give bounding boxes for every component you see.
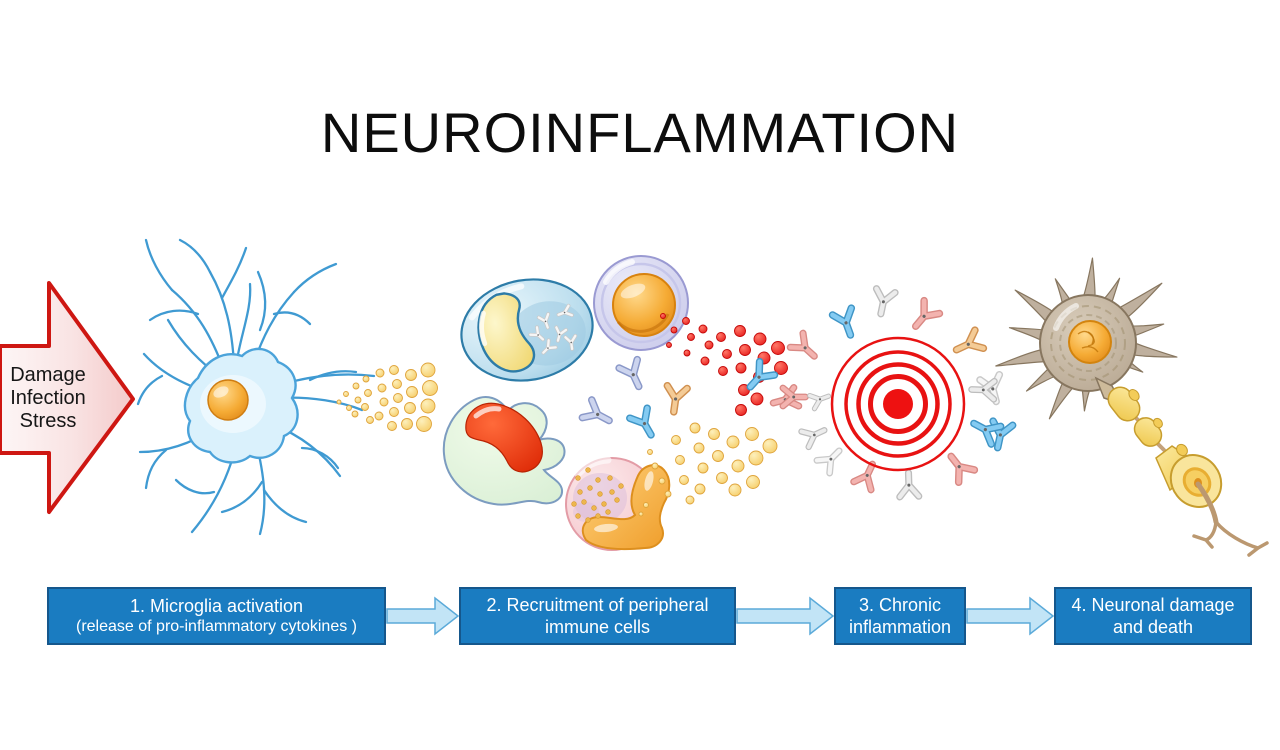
neutrophil-illustration: [565, 456, 671, 551]
antibody-icon: [786, 329, 818, 360]
flow-arrow-3: [966, 596, 1055, 636]
antibody-icon: [911, 296, 944, 331]
trigger-labels: Damage Infection Stress: [0, 364, 96, 433]
antibody-icon: [663, 381, 691, 416]
antibody-icon: [528, 325, 545, 342]
antibody-icons: [528, 285, 1017, 501]
trigger-label-infection: Infection: [10, 387, 86, 409]
step-box-chronic-inflammation: 3. Chronic inflammation: [834, 587, 966, 645]
antibody-icon: [807, 392, 832, 412]
flow-arrow-1: [386, 596, 460, 636]
step-label: 3. Chronic: [858, 594, 942, 615]
damaged-neuron-illustration: [995, 257, 1269, 557]
cytokine-dots-secondary: [638, 422, 778, 517]
antibody-icon: [952, 326, 988, 354]
antibody-icon: [615, 355, 643, 391]
antibody-icon: [798, 427, 828, 451]
step-box-recruitment: 2. Recruitment of peripheral immune cell…: [459, 587, 736, 645]
antibody-icon: [556, 303, 574, 318]
step-box-microglia-activation: 1. Microglia activation (release of pro-…: [47, 587, 386, 645]
antibody-icon: [896, 469, 923, 501]
antibody-icon: [872, 285, 899, 318]
step-sublabel: (release of pro-inflammatory cytokines ): [76, 618, 357, 636]
activated-microglia-illustration: [136, 238, 376, 536]
antibody-icon: [850, 460, 876, 494]
step-label: 2. Recruitment of peripheral: [486, 594, 709, 615]
antibody-icon: [536, 312, 551, 330]
trigger-arrow-shape: [0, 281, 135, 514]
antibody-icon: [541, 338, 558, 355]
antibody-icon: [968, 377, 998, 403]
step-box-neuronal-damage: 4. Neuronal damage and death: [1054, 587, 1252, 645]
antibody-icon: [828, 304, 856, 339]
antibody-icon: [563, 333, 578, 351]
antibody-icon: [813, 447, 843, 477]
antibody-icon: [746, 357, 779, 391]
step-label: immune cells: [544, 617, 651, 637]
trigger-label-damage: Damage: [10, 364, 86, 386]
step-label: inflammation: [848, 617, 952, 637]
antibody-icon: [626, 404, 655, 439]
trigger-label-stress: Stress: [19, 410, 77, 432]
cytokine-dots: [336, 362, 438, 432]
step-label: 1. Microglia activation: [129, 595, 304, 616]
macrophage-illustration: [442, 396, 566, 506]
flow-arrows: [386, 596, 1055, 636]
flow-arrow-2: [736, 596, 835, 636]
page-title: NEUROINFLAMMATION: [320, 101, 960, 164]
antibody-icon: [779, 384, 809, 410]
step-label: and death: [1112, 617, 1194, 637]
inflammation-target-icon: [830, 336, 966, 472]
step-label: 4. Neuronal damage: [1071, 594, 1235, 615]
monocyte-illustration: [460, 278, 594, 382]
antibody-icon: [947, 452, 979, 486]
antibody-icon: [578, 396, 613, 425]
lymphocyte-illustration: [593, 255, 689, 351]
antibody-icon: [554, 325, 568, 343]
antibody-icon: [970, 419, 1005, 448]
